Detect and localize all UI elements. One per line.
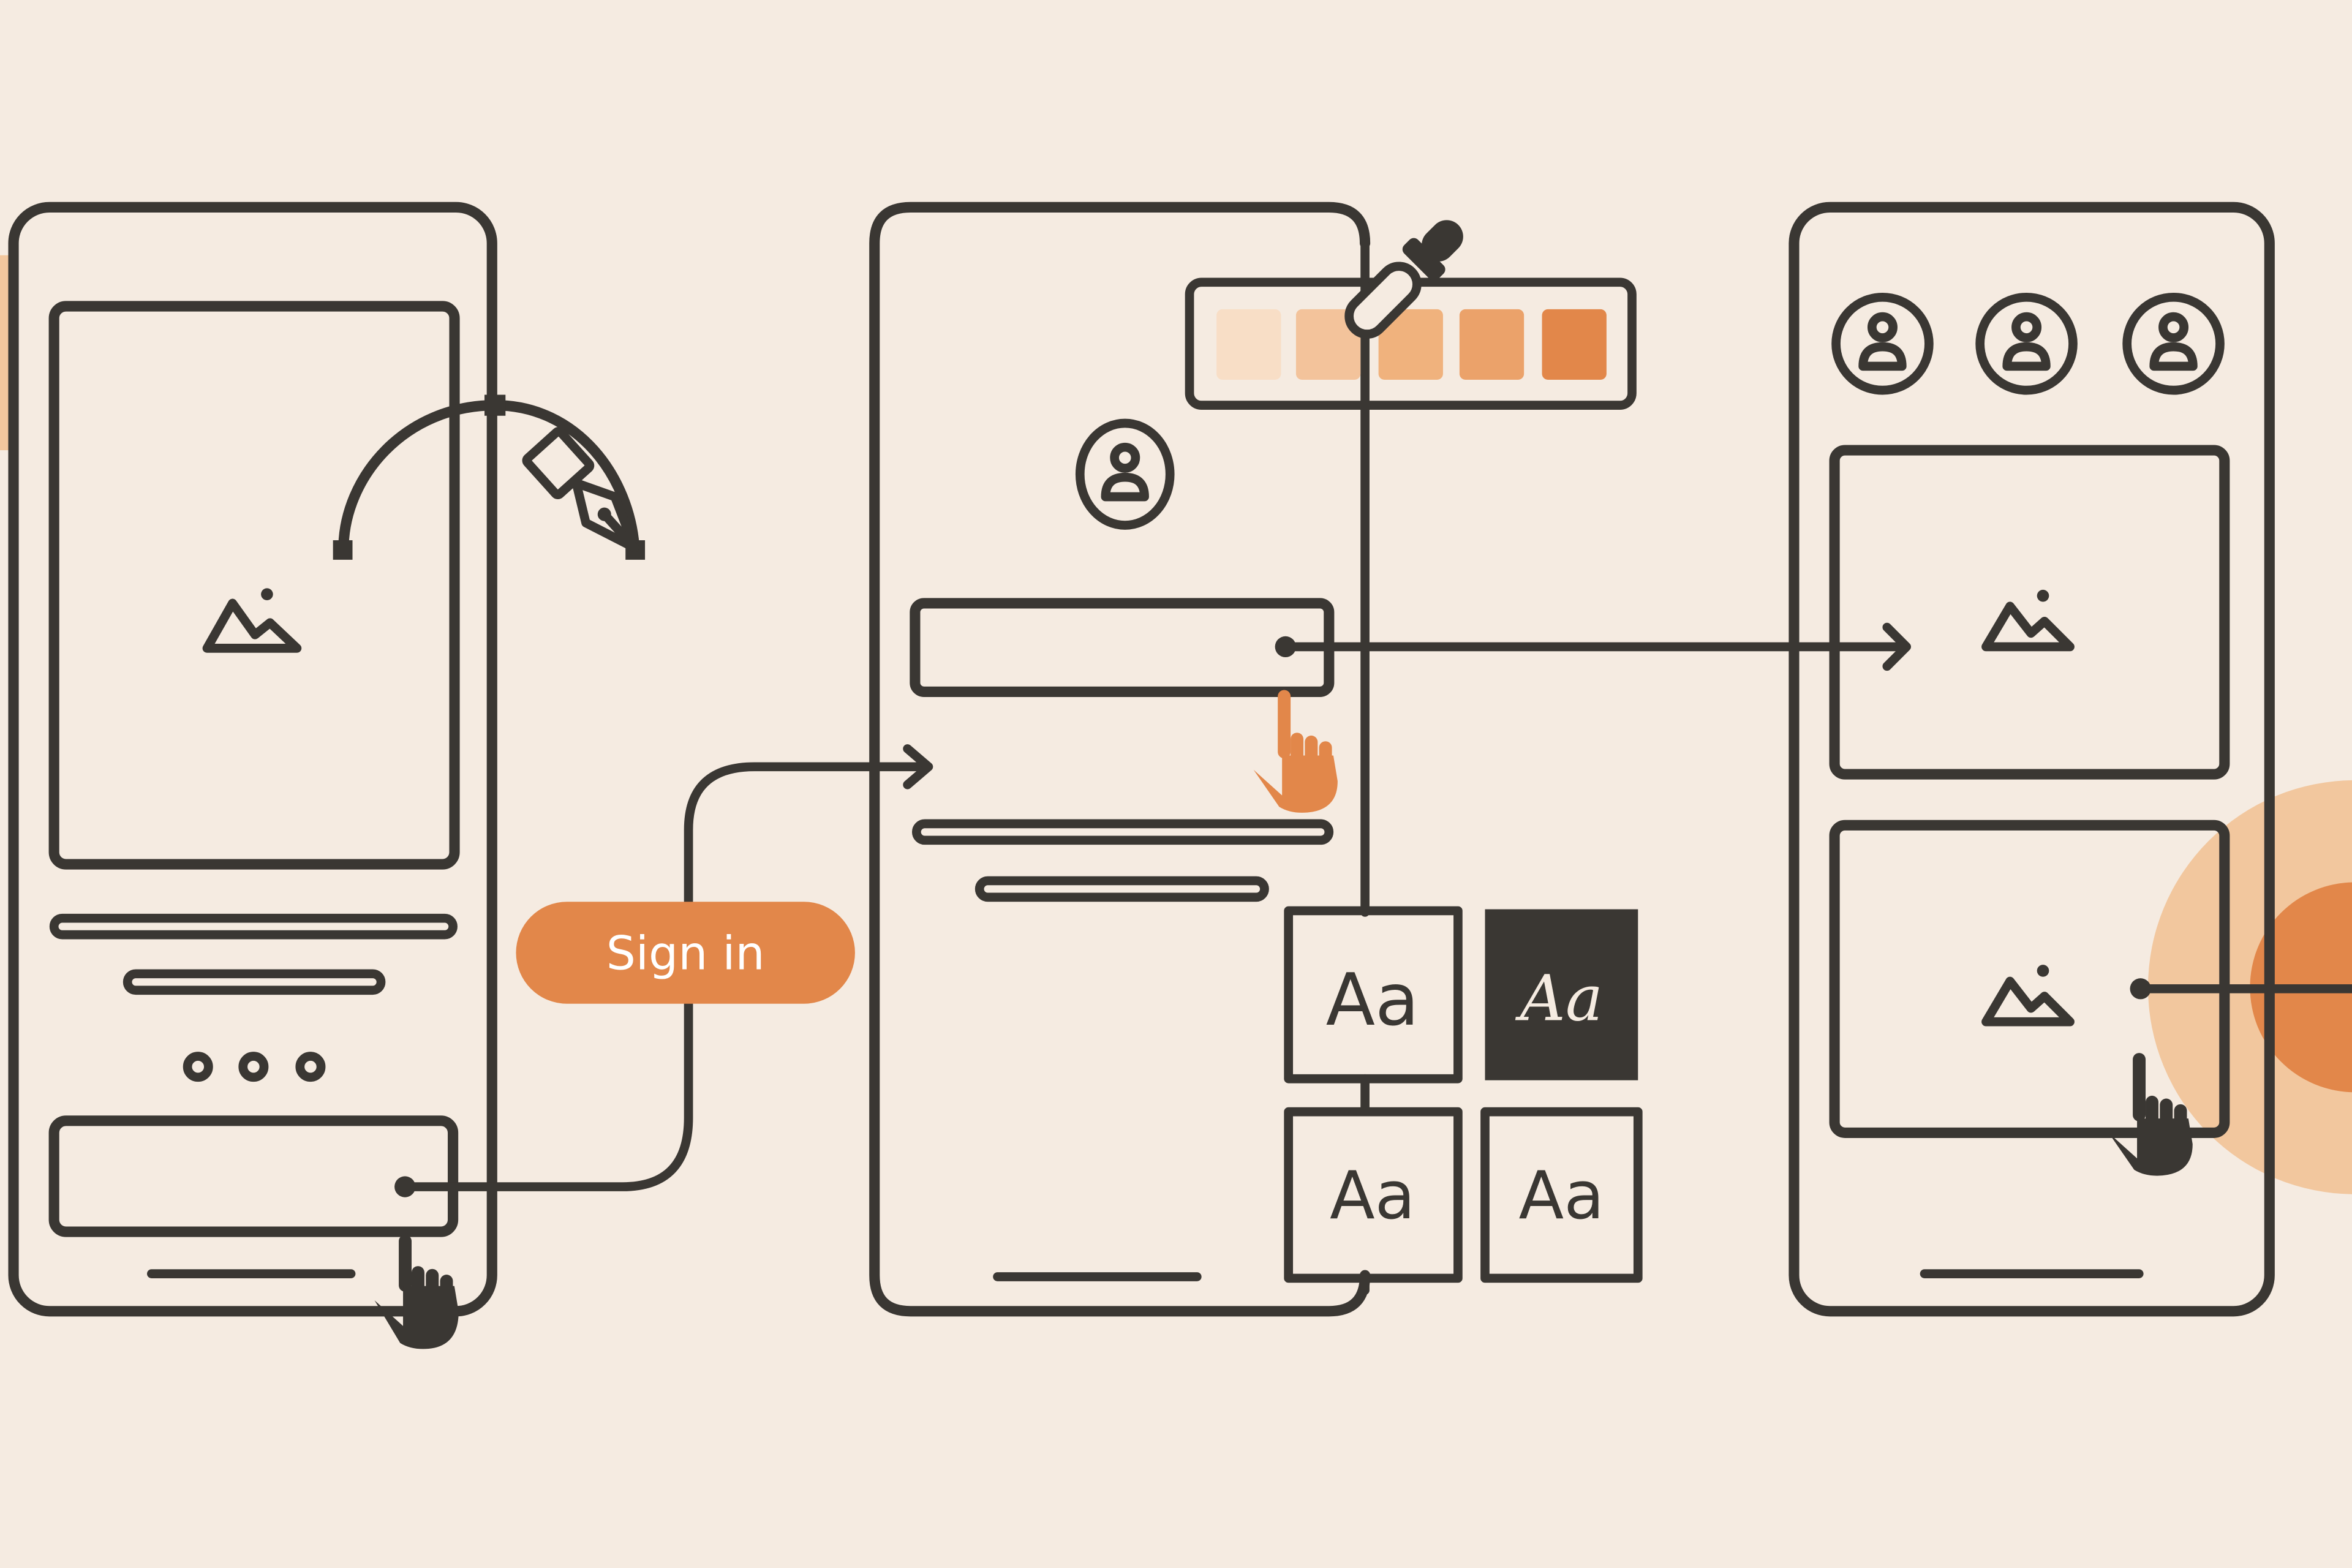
eyedropper-icon	[1344, 220, 1463, 339]
user-icon[interactable]	[1831, 292, 1934, 395]
image-icon	[202, 588, 302, 653]
image-card[interactable]	[1829, 820, 2230, 1138]
typography-card-3[interactable]: Aa	[1284, 1107, 1463, 1283]
input-field[interactable]	[910, 598, 1335, 697]
hand-pointer-icon	[374, 1234, 459, 1349]
phone-frame-image-screen	[8, 202, 497, 1317]
pagination-dots[interactable]	[183, 1052, 326, 1082]
sign-in-label: Sign in	[606, 926, 765, 980]
user-icon[interactable]	[1975, 292, 2078, 395]
typography-sample: Aa	[1330, 1158, 1415, 1234]
connector-start-dot	[394, 1176, 416, 1197]
typography-sample: Aa	[1515, 963, 1604, 1036]
typography-card-1[interactable]: Aa	[1284, 906, 1463, 1084]
color-palette	[1185, 277, 1637, 410]
color-swatch-1[interactable]	[1216, 309, 1281, 380]
phone-frame-sign-in-screen	[869, 202, 1371, 1317]
typography-sample: Aa	[1519, 1158, 1605, 1234]
text-line	[49, 913, 458, 940]
text-line	[911, 819, 1334, 845]
sign-in-button[interactable]: Sign in	[516, 902, 855, 1004]
image-icon	[1981, 965, 2075, 1027]
image-placeholder[interactable]	[48, 301, 460, 870]
hand-pointer-icon	[2108, 1053, 2193, 1176]
color-swatch-5[interactable]	[1542, 309, 1607, 380]
user-icon[interactable]	[2122, 292, 2225, 395]
image-icon	[1981, 589, 2075, 652]
color-swatch-2[interactable]	[1295, 309, 1361, 380]
typography-card-2[interactable]: Aa	[1485, 909, 1638, 1080]
connector-start-dot	[2130, 978, 2151, 1000]
bezier-curve	[333, 394, 646, 560]
input-field[interactable]	[48, 1115, 459, 1237]
text-line-short	[123, 969, 386, 995]
text-line-short	[974, 876, 1269, 902]
typography-card-4[interactable]: Aa	[1480, 1107, 1643, 1283]
hand-pointer-icon	[1253, 690, 1338, 813]
color-swatch-4[interactable]	[1459, 309, 1525, 380]
image-card[interactable]	[1829, 445, 2230, 780]
user-icon[interactable]	[1075, 418, 1175, 530]
arrow-icon	[903, 744, 933, 790]
flow-connector-1	[400, 762, 930, 1191]
arrow-icon	[1882, 622, 1911, 671]
pen-tool-icon	[522, 426, 639, 552]
phone-frame-gallery-screen	[1789, 202, 2275, 1317]
color-swatch-3[interactable]	[1378, 309, 1443, 380]
connector-start-dot	[1275, 636, 1296, 658]
typography-sample: Aa	[1326, 958, 1419, 1042]
